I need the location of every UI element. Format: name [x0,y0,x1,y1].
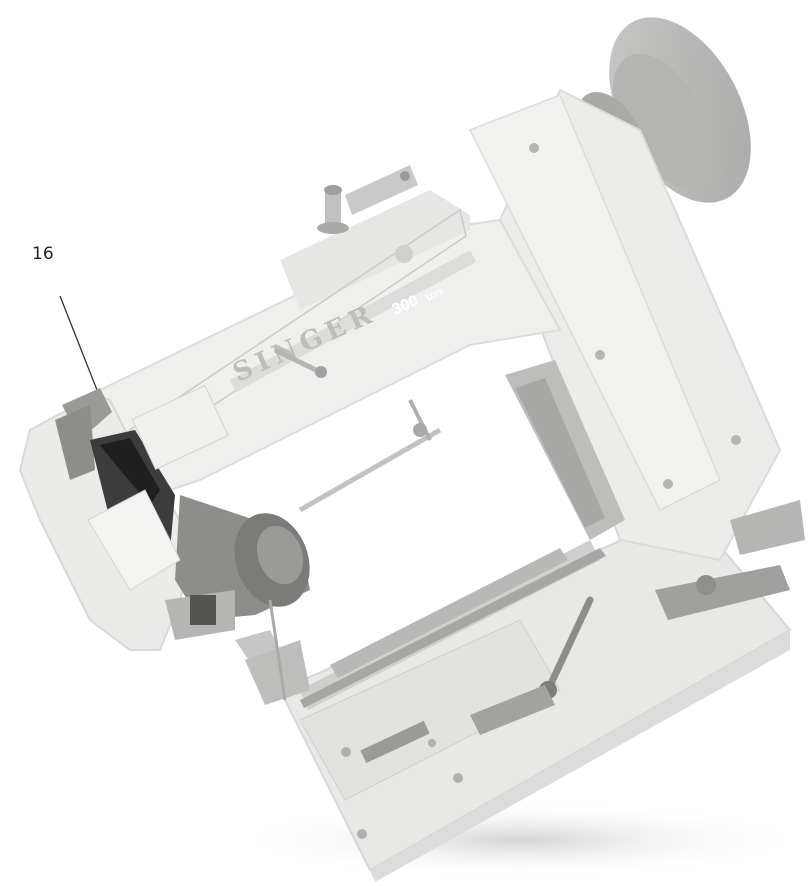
floor-shadow [230,800,810,880]
callout-leader-line [59,295,98,391]
base-lever [470,565,790,735]
presser-foot [245,599,310,705]
feed-rack [300,540,606,710]
head-faceplate-assembly [18,384,310,700]
needle-bar-linkage [298,399,442,513]
callout-number-16: 16 [32,244,54,264]
